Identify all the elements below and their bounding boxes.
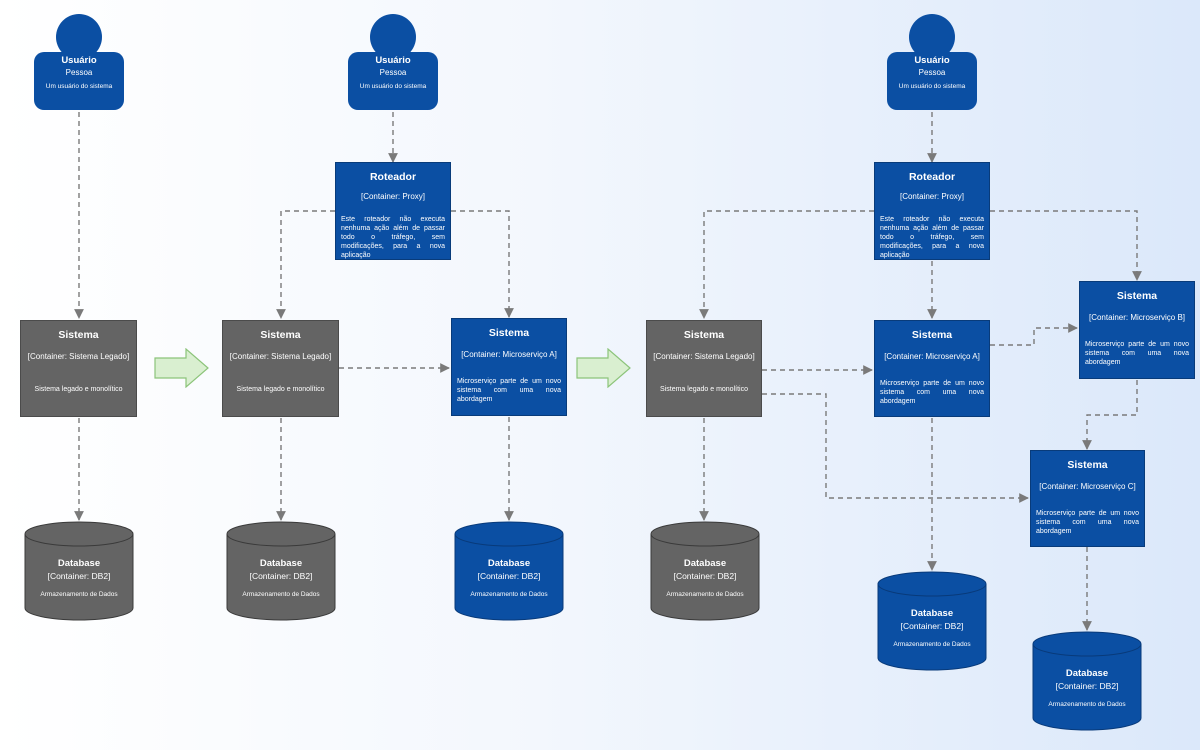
database-cylinder-icon bbox=[24, 521, 134, 621]
system-title: Sistema bbox=[1067, 459, 1108, 471]
database-tech: [Container: DB2] bbox=[249, 571, 313, 581]
database-title: Database bbox=[1065, 668, 1109, 679]
connector-msa-to-msb bbox=[990, 323, 1078, 346]
router-tech: [Container: Proxy] bbox=[360, 192, 426, 201]
person-title: Usuário bbox=[61, 55, 97, 66]
database-5[interactable]: Database [Container: DB2] Armazenamento … bbox=[877, 570, 987, 671]
router-tech: [Container: Proxy] bbox=[899, 192, 965, 201]
database-cylinder-icon bbox=[650, 521, 760, 621]
system-tech: [Container: Sistema Legado] bbox=[653, 352, 755, 361]
connector-router-to-msa-2 bbox=[451, 210, 514, 318]
system-tech: [Container: Sistema Legado] bbox=[27, 352, 130, 361]
database-2[interactable]: Database [Container: DB2] Armazenamento … bbox=[226, 520, 336, 621]
system-description: Sistema legado e monolítico bbox=[660, 386, 748, 393]
database-cylinder-icon bbox=[226, 521, 336, 621]
database-description: Armazenamento de Dados bbox=[893, 641, 971, 648]
database-cylinder-icon bbox=[1032, 631, 1142, 731]
microservice-a-box-1[interactable]: Sistema [Container: Microserviço A] Micr… bbox=[451, 318, 567, 416]
connector-router-to-legacy-2 bbox=[276, 210, 335, 319]
person-body: Usuário Pessoa Um usuário do sistema bbox=[34, 52, 124, 110]
system-description: Microserviço parte de um novo sistema co… bbox=[880, 380, 984, 405]
person-description: Um usuário do sistema bbox=[45, 83, 113, 90]
database-title: Database bbox=[57, 558, 101, 569]
router-title: Roteador bbox=[369, 171, 417, 183]
person-description: Um usuário do sistema bbox=[359, 83, 427, 90]
system-tech: [Container: Microserviço A] bbox=[461, 350, 557, 359]
person-title: Usuário bbox=[914, 55, 950, 66]
legacy-system-box-2[interactable]: Sistema [Container: Sistema Legado] Sist… bbox=[222, 320, 339, 417]
person-body: Usuário Pessoa Um usuário do sistema bbox=[348, 52, 438, 110]
database-title: Database bbox=[487, 558, 531, 569]
person-subtitle: Pessoa bbox=[379, 68, 407, 77]
database-4[interactable]: Database [Container: DB2] Armazenamento … bbox=[650, 520, 760, 621]
database-tech: [Container: DB2] bbox=[47, 571, 111, 581]
connector-router-to-legacy-3 bbox=[699, 210, 874, 319]
database-description: Armazenamento de Dados bbox=[1048, 701, 1126, 708]
database-title: Database bbox=[683, 558, 727, 569]
person-subtitle: Pessoa bbox=[65, 68, 93, 77]
person-description: Um usuário do sistema bbox=[898, 83, 966, 90]
connector-router-to-msb bbox=[990, 210, 1142, 281]
system-description: Microserviço parte de um novo sistema co… bbox=[457, 378, 561, 403]
person-title: Usuário bbox=[375, 55, 411, 66]
connector-msb-to-msc bbox=[1082, 380, 1138, 450]
system-title: Sistema bbox=[1116, 290, 1158, 302]
router-box-1[interactable]: Roteador [Container: Proxy] Este roteado… bbox=[335, 162, 451, 260]
database-3[interactable]: Database [Container: DB2] Armazenamento … bbox=[454, 520, 564, 621]
system-description: Microserviço parte de um novo sistema co… bbox=[1036, 510, 1139, 535]
database-tech: [Container: DB2] bbox=[673, 571, 737, 581]
system-tech: [Container: Sistema Legado] bbox=[229, 352, 332, 361]
microservice-a-box-2[interactable]: Sistema [Container: Microserviço A] Micr… bbox=[874, 320, 990, 417]
legacy-system-box-1[interactable]: Sistema [Container: Sistema Legado] Sist… bbox=[20, 320, 137, 417]
database-cylinder-icon bbox=[454, 521, 564, 621]
system-tech: [Container: Microserviço C] bbox=[1039, 482, 1136, 491]
router-box-2[interactable]: Roteador [Container: Proxy] Este roteado… bbox=[874, 162, 990, 260]
transition-arrow-icon bbox=[576, 348, 631, 388]
system-title: Sistema bbox=[911, 329, 953, 341]
legacy-system-box-3[interactable]: Sistema [Container: Sistema Legado] Sist… bbox=[646, 320, 762, 417]
system-description: Sistema legado e monolítico bbox=[34, 386, 123, 393]
person-body: Usuário Pessoa Um usuário do sistema bbox=[887, 52, 977, 110]
system-tech: [Container: Microserviço B] bbox=[1088, 313, 1186, 322]
microservice-b-box[interactable]: Sistema [Container: Microserviço B] Micr… bbox=[1079, 281, 1195, 379]
router-description: Este roteador não executa nenhuma ação a… bbox=[880, 216, 984, 259]
person-subtitle: Pessoa bbox=[918, 68, 946, 77]
database-tech: [Container: DB2] bbox=[900, 621, 964, 631]
database-6[interactable]: Database [Container: DB2] Armazenamento … bbox=[1032, 630, 1142, 731]
system-title: Sistema bbox=[488, 327, 530, 339]
database-1[interactable]: Database [Container: DB2] Armazenamento … bbox=[24, 520, 134, 621]
system-description: Microserviço parte de um novo sistema co… bbox=[1085, 341, 1189, 366]
database-title: Database bbox=[259, 558, 303, 569]
database-cylinder-icon bbox=[877, 571, 987, 671]
database-description: Armazenamento de Dados bbox=[40, 591, 118, 598]
microservice-c-box[interactable]: Sistema [Container: Microserviço C] Micr… bbox=[1030, 450, 1145, 547]
system-tech: [Container: Microserviço A] bbox=[884, 352, 980, 361]
database-description: Armazenamento de Dados bbox=[666, 591, 744, 598]
router-description: Este roteador não executa nenhuma ação a… bbox=[341, 216, 445, 259]
system-title: Sistema bbox=[260, 329, 301, 341]
system-title: Sistema bbox=[683, 329, 725, 341]
database-tech: [Container: DB2] bbox=[1055, 681, 1119, 691]
system-title: Sistema bbox=[58, 329, 99, 341]
transition-arrow-icon bbox=[154, 348, 209, 388]
database-description: Armazenamento de Dados bbox=[242, 591, 320, 598]
database-description: Armazenamento de Dados bbox=[470, 591, 548, 598]
router-title: Roteador bbox=[908, 171, 956, 183]
database-tech: [Container: DB2] bbox=[477, 571, 541, 581]
system-description: Sistema legado e monolítico bbox=[236, 386, 325, 393]
database-title: Database bbox=[910, 608, 954, 619]
